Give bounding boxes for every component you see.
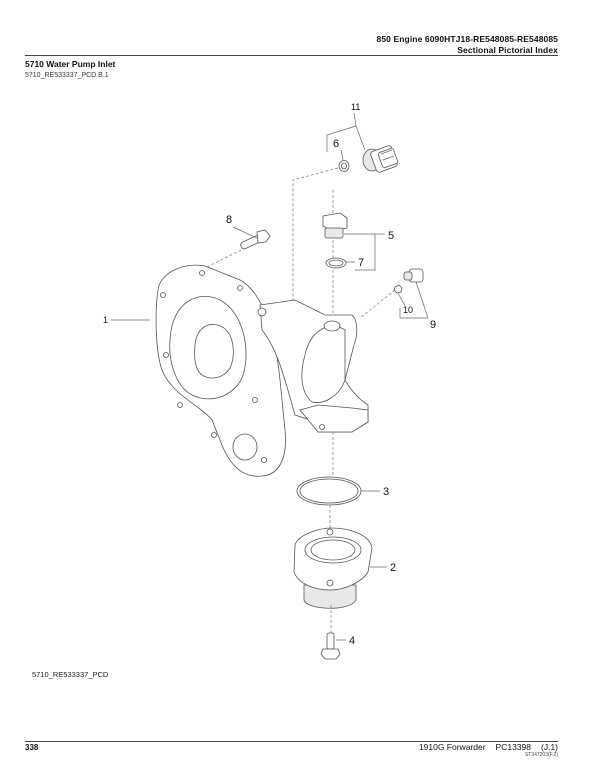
page-number: 338 bbox=[25, 743, 39, 752]
engine-header-line: 850 Engine 6090HTJ18-RE548085-RE548085 bbox=[376, 34, 558, 44]
callout-4: 4 bbox=[349, 635, 355, 647]
plug-small-part bbox=[403, 268, 424, 283]
index-header-line: Sectional Pictorial Index bbox=[457, 45, 558, 55]
temperature-sensor-part bbox=[362, 145, 399, 173]
callout-6: 6 bbox=[333, 138, 339, 150]
callout-9: 9 bbox=[430, 319, 436, 331]
callout-11: 11 bbox=[351, 102, 360, 112]
o-ring-small-part bbox=[393, 284, 403, 294]
callout-2: 2 bbox=[390, 562, 396, 574]
section-subtitle: 5710_RE533337_PCD B.1 bbox=[25, 72, 109, 79]
manual-name: 1910G Forwarder bbox=[418, 742, 486, 752]
header-rule bbox=[25, 55, 558, 56]
callout-7: 7 bbox=[358, 257, 364, 269]
callout-8: 8 bbox=[226, 214, 232, 226]
doc-code: ST347203(F.2) bbox=[524, 752, 558, 758]
callout-10: 10 bbox=[403, 305, 413, 315]
cap-screw-8-part bbox=[240, 229, 271, 250]
page-footer: 1910G Forwarder PC13398 (J.1) ST347203(F.2… bbox=[419, 742, 558, 759]
page-header: 850 Engine 6090HTJ18-RE548085-RE548085 S… bbox=[377, 34, 558, 56]
plug-part bbox=[322, 212, 348, 239]
water-pump-inlet-housing-part bbox=[155, 264, 369, 477]
callout-5: 5 bbox=[388, 230, 394, 242]
figure-id: 5710_RE533337_PCD bbox=[32, 670, 109, 679]
callout-3: 3 bbox=[383, 486, 389, 498]
cap-screw-4-part bbox=[320, 632, 341, 660]
revision: (J.1) bbox=[541, 742, 558, 752]
thermostat-cover-part bbox=[293, 527, 373, 609]
manual-code: PC13398 bbox=[495, 742, 531, 752]
section-title: 5710 Water Pump Inlet bbox=[25, 59, 116, 69]
callout-1: 1 bbox=[103, 315, 108, 325]
footer-rule bbox=[25, 741, 558, 742]
